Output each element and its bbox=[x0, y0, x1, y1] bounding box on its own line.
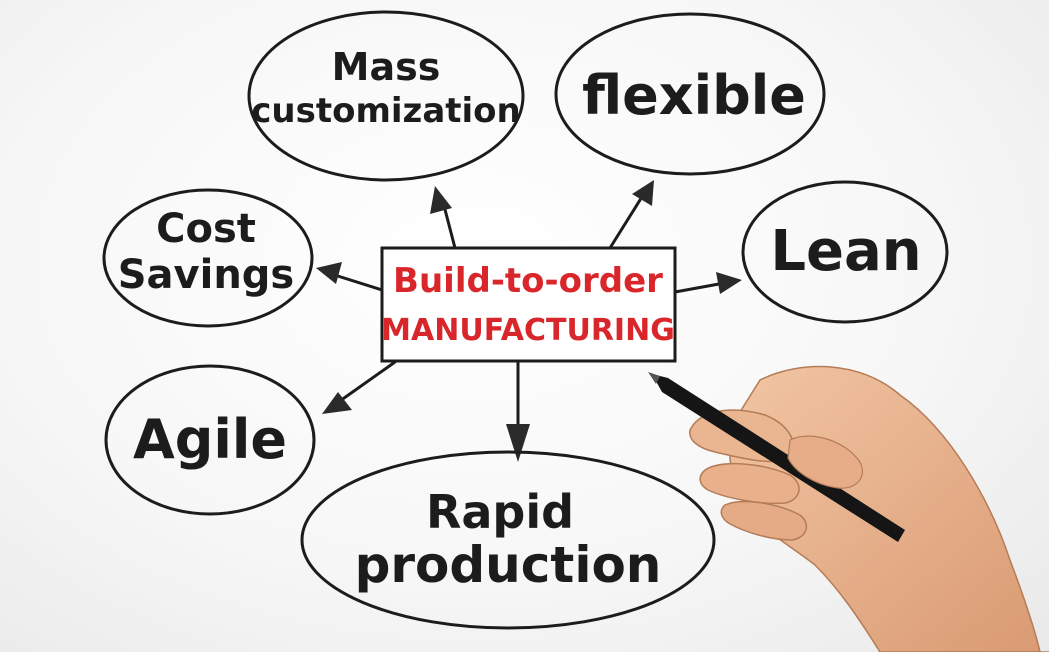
ellipse-lean bbox=[741, 180, 949, 324]
connector-flexible bbox=[608, 190, 647, 250]
node-shapes bbox=[102, 10, 949, 630]
hand-holding-pen-icon bbox=[648, 365, 1049, 652]
ellipse-flexible bbox=[554, 12, 826, 176]
node-mass-customization-line1: Mass bbox=[332, 45, 441, 89]
node-rapid-production-line2: production bbox=[355, 536, 662, 594]
arrowhead-icon bbox=[316, 262, 342, 284]
node-cost-savings-line2: Savings bbox=[118, 252, 295, 298]
node-flexible: flexible bbox=[582, 64, 806, 127]
arrowhead-icon bbox=[506, 424, 530, 462]
ellipse-agile bbox=[104, 364, 316, 516]
arrowhead-icon bbox=[716, 272, 742, 294]
arrowheads bbox=[316, 180, 742, 462]
ellipse-cost-savings bbox=[102, 188, 314, 328]
center-title-line2: MANUFACTURING bbox=[381, 313, 675, 348]
node-lean: Lean bbox=[770, 219, 921, 284]
ellipse-rapid-production bbox=[300, 450, 716, 630]
arrowhead-icon bbox=[632, 180, 654, 206]
node-rapid-production-line1: Rapid bbox=[426, 485, 574, 539]
arrowhead-icon bbox=[322, 392, 352, 414]
node-cost-savings-line1: Cost bbox=[156, 206, 256, 252]
arrowhead-icon bbox=[430, 186, 452, 214]
ellipse-mass-customization bbox=[247, 10, 525, 182]
node-mass-customization-line2: customization bbox=[251, 91, 521, 131]
center-box bbox=[380, 246, 677, 363]
node-agile: Agile bbox=[133, 408, 287, 471]
center-title-line1: Build-to-order bbox=[393, 261, 663, 301]
